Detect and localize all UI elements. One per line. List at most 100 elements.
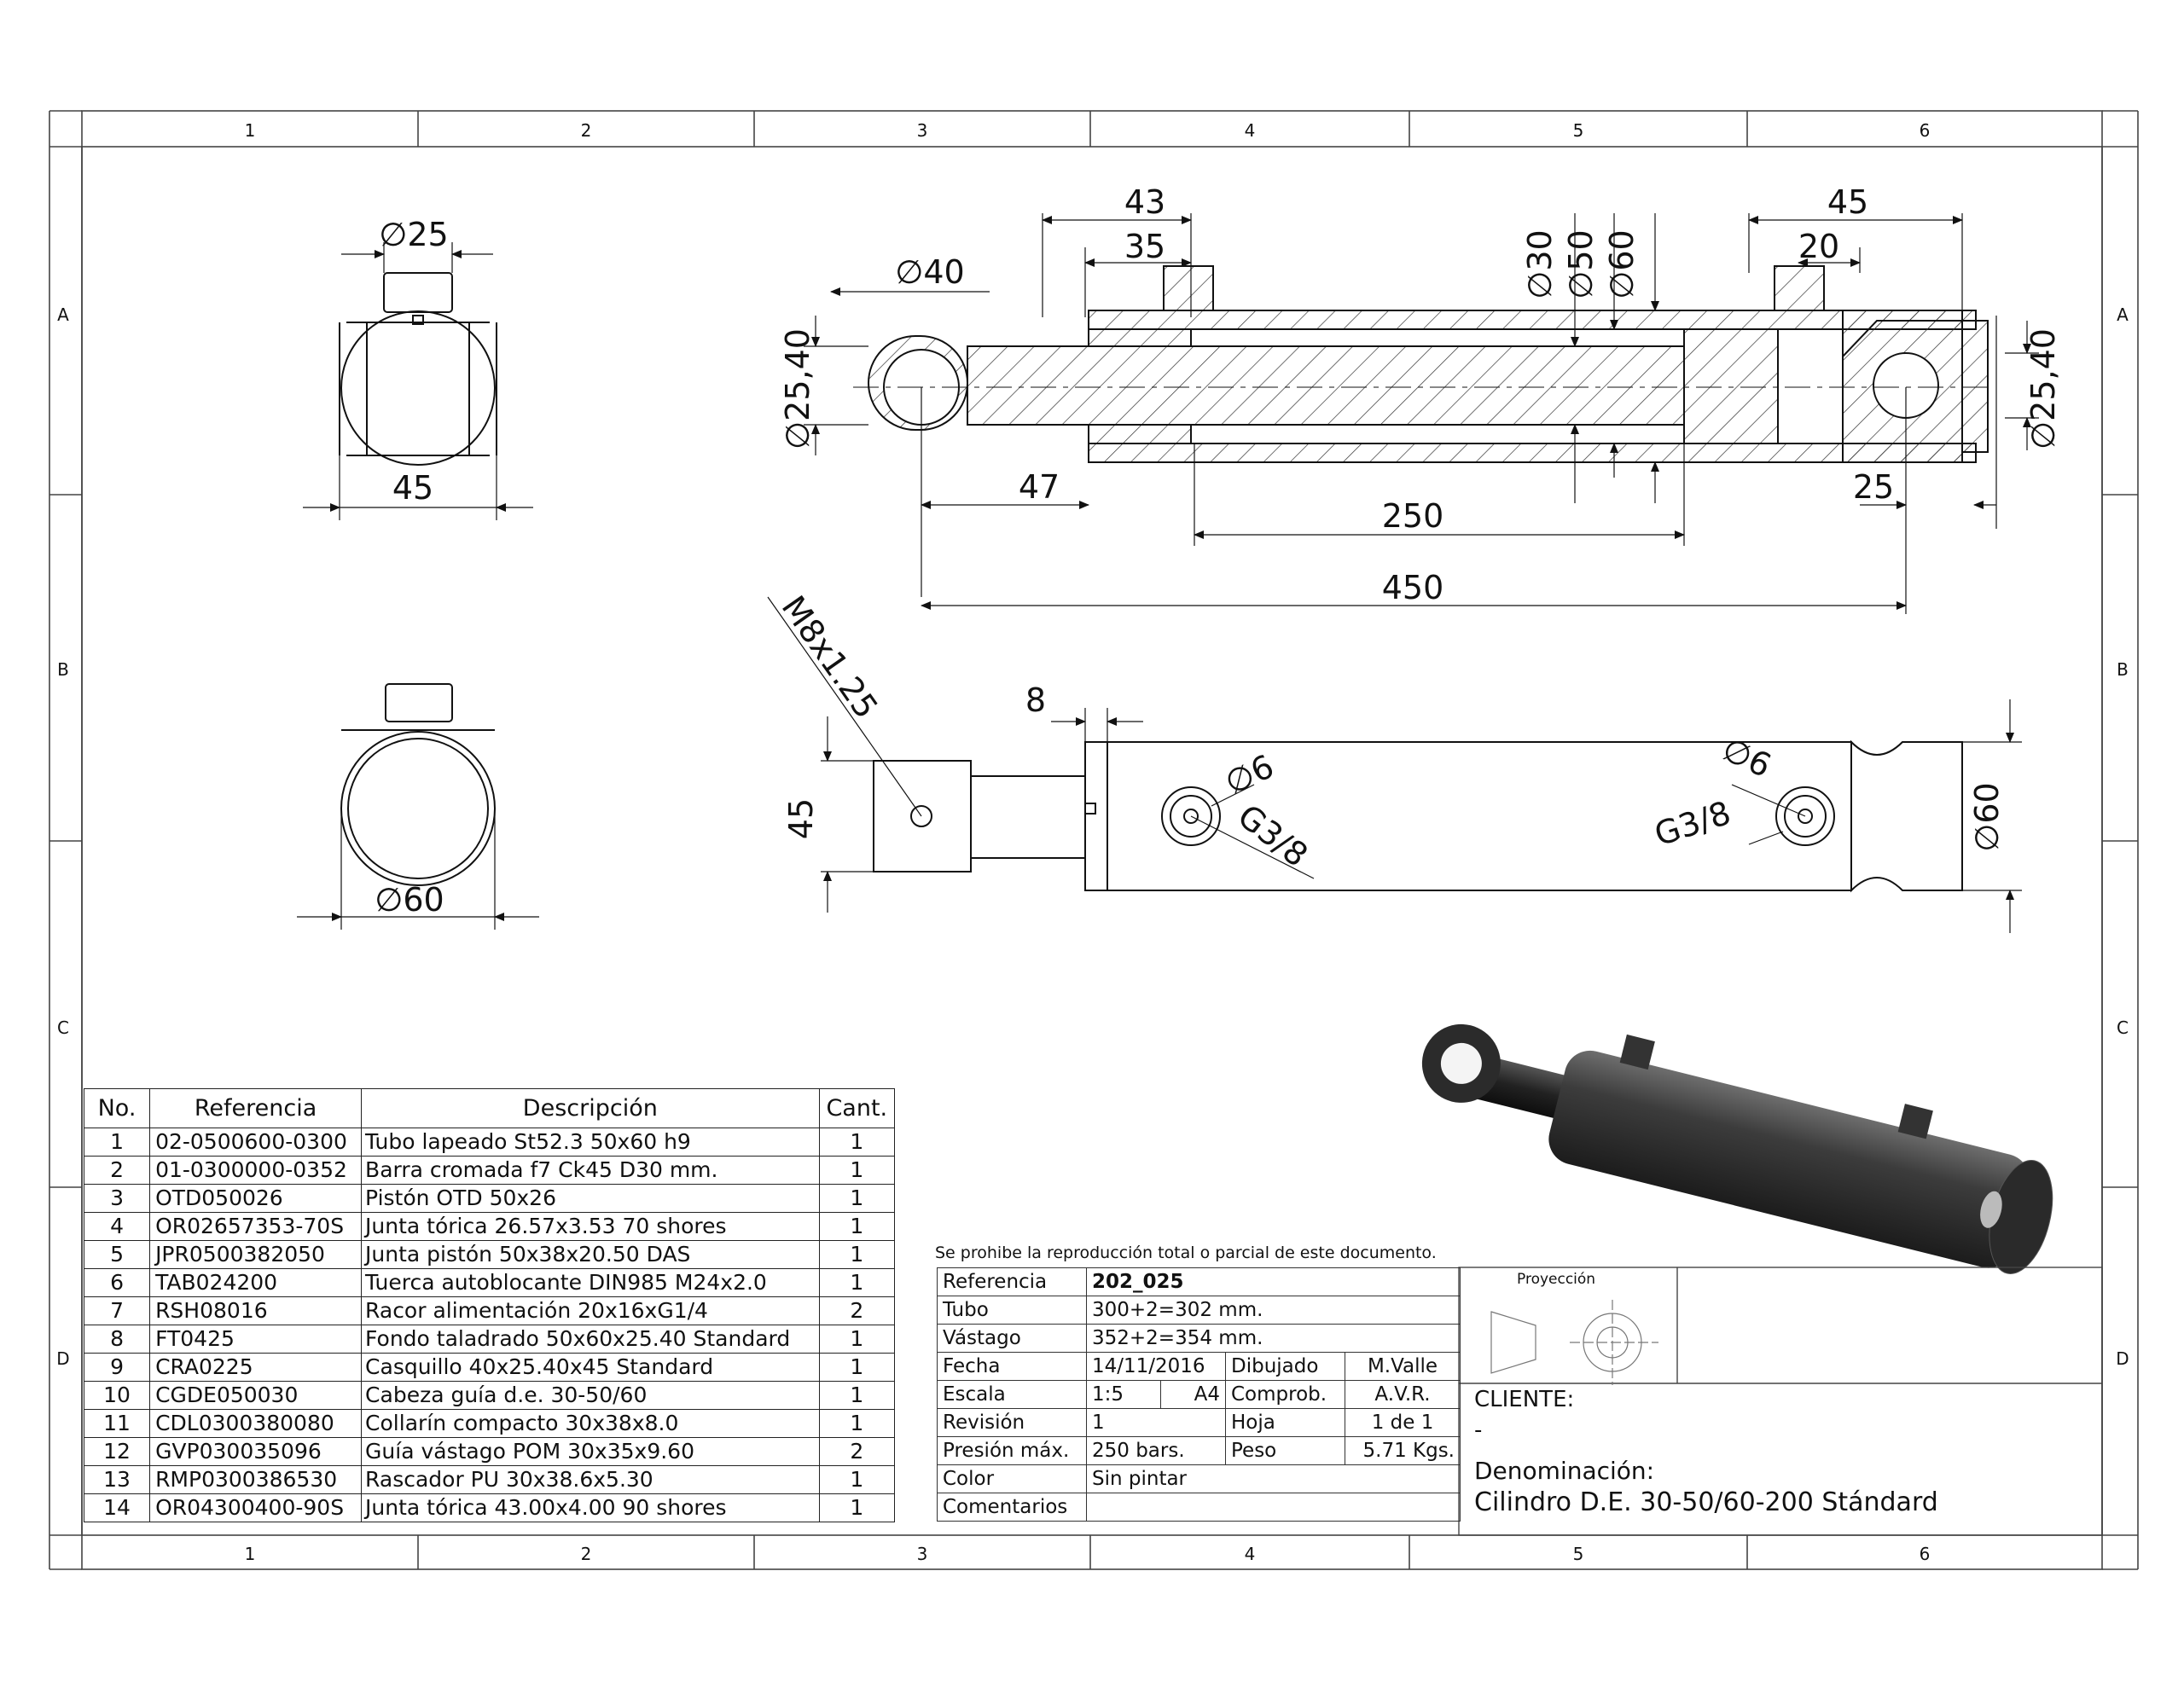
zone-row-label: B — [2117, 659, 2129, 680]
dim-450: 450 — [1382, 569, 1444, 606]
zone-row-label: C — [2117, 1017, 2129, 1038]
bom-cell-no: 3 — [83, 1184, 151, 1213]
tb-peso: 5.71 Kgs. — [1345, 1436, 1461, 1465]
tb-label: Revisión — [937, 1408, 1087, 1437]
bom-cell-desc: Tuerca autoblocante DIN985 M24x2.0 — [361, 1268, 820, 1297]
bom-cell-desc: Cabeza guía d.e. 30-50/60 — [361, 1381, 820, 1410]
dim-port-left-thread: G3/8 — [1231, 797, 1315, 874]
dim-47: 47 — [1019, 468, 1060, 506]
zone-col-label: 6 — [1920, 1544, 1931, 1564]
zone-col-label: 2 — [581, 1544, 592, 1564]
dim-thread: M8x1.25 — [775, 589, 886, 726]
bom-cell-qty: 1 — [818, 1465, 896, 1494]
dim-250: 250 — [1382, 497, 1444, 535]
zone-col-label: 3 — [917, 120, 928, 141]
section-dimension-texts: 43 35 ∅40 ∅25,40 ∅30 ∅50 ∅60 45 20 ∅25,4… — [779, 183, 2062, 606]
bom-cell-ref: CDL0300380080 — [149, 1409, 363, 1438]
zone-col-label: 1 — [245, 120, 256, 141]
dim-35: 35 — [1124, 228, 1165, 265]
tb-label: Hoja — [1224, 1408, 1346, 1437]
bom-cell-ref: CGDE050030 — [149, 1381, 363, 1410]
bom-cell-no: 6 — [83, 1268, 151, 1297]
bom-cell-ref: CRA0225 — [149, 1353, 363, 1382]
dim-eye-dia: ∅40 — [895, 253, 964, 291]
bom-cell-no: 7 — [83, 1296, 151, 1325]
bom-cell-no: 1 — [83, 1128, 151, 1157]
bom-cell-ref: JPR0500382050 — [149, 1240, 363, 1269]
bom-cell-ref: GVP030035096 — [149, 1437, 363, 1466]
dim-tube-side: ∅60 — [1968, 782, 2006, 851]
client-label: CLIENTE: — [1474, 1387, 1575, 1412]
zone-row-label: B — [57, 659, 69, 680]
bom-cell-ref: OTD050026 — [149, 1184, 363, 1213]
bom-cell-desc: Pistón OTD 50x26 — [361, 1184, 820, 1213]
bom-cell-desc: Junta tórica 43.00x4.00 90 shores — [361, 1493, 820, 1522]
dim-port-right-thread: G3/8 — [1650, 794, 1735, 854]
zone-col-label: 6 — [1920, 120, 1931, 141]
bom-cell-no: 5 — [83, 1240, 151, 1269]
tb-label: Presión máx. — [937, 1436, 1087, 1465]
dim-port-left-dia: ∅6 — [1219, 747, 1280, 802]
dim-25: 25 — [1853, 468, 1894, 506]
dim-45-right: 45 — [1827, 183, 1868, 221]
bom-cell-desc: Guía vástago POM 30x35x9.60 — [361, 1437, 820, 1466]
bom-cell-no: 13 — [83, 1465, 151, 1494]
bom-cell-desc: Junta pistón 50x38x20.50 DAS — [361, 1240, 820, 1269]
tb-label: Fecha — [937, 1352, 1087, 1381]
side-view — [767, 596, 2022, 933]
dim-43: 43 — [1124, 183, 1165, 221]
bom-cell-no: 11 — [83, 1409, 151, 1438]
dim-rod-dia: ∅25 — [379, 216, 448, 253]
bom-cell-ref: 01-0300000-0352 — [149, 1156, 363, 1185]
bom-header-no: No. — [83, 1088, 151, 1128]
zone-col-label: 2 — [581, 120, 592, 141]
projection-label: Proyección — [1517, 1271, 1596, 1288]
bom-cell-no: 10 — [83, 1381, 151, 1410]
bom-cell-qty: 1 — [818, 1212, 896, 1241]
tb-label: Peso — [1224, 1436, 1346, 1465]
bom-header-row: No. Referencia Descripción Cant. — [83, 1088, 896, 1128]
zone-col-label: 4 — [1245, 120, 1256, 141]
tb-revision: 1 — [1086, 1408, 1226, 1437]
dim-8: 8 — [1025, 681, 1046, 719]
dim-pin-right: ∅25,40 — [2024, 328, 2062, 449]
client-value: - — [1474, 1417, 1483, 1443]
zone-col-label: 5 — [1573, 120, 1584, 141]
zone-row-label: A — [2117, 304, 2129, 325]
bom-cell-qty: 1 — [818, 1409, 896, 1438]
tb-formato: A4 — [1160, 1380, 1226, 1409]
bom-cell-qty: 1 — [818, 1184, 896, 1213]
sheet-frame — [49, 110, 2139, 1570]
bom-cell-qty: 1 — [818, 1240, 896, 1269]
bom-header-ref: Referencia — [149, 1088, 363, 1128]
dim-pin-left: ∅25,40 — [779, 328, 816, 449]
tb-tubo: 300+2=302 mm. — [1086, 1296, 1461, 1325]
zone-col-label: 4 — [1245, 1544, 1256, 1564]
bom-cell-ref: 02-0500600-0300 — [149, 1128, 363, 1157]
bom-cell-no: 14 — [83, 1493, 151, 1522]
bom-cell-qty: 1 — [818, 1156, 896, 1185]
bom-cell-desc: Tubo lapeado St52.3 50x60 h9 — [361, 1128, 820, 1157]
tb-comprob: A.V.R. — [1345, 1380, 1461, 1409]
tb-color: Sin pintar — [1086, 1464, 1461, 1493]
bom-cell-no: 8 — [83, 1325, 151, 1354]
bom-cell-no: 9 — [83, 1353, 151, 1382]
section-dimensions — [804, 213, 2039, 610]
bom-cell-qty: 1 — [818, 1353, 896, 1382]
zone-col-label: 1 — [245, 1544, 256, 1564]
side-dimension-texts: M8x1.25 8 45 ∅6 G3/8 ∅6 G3/8 ∅60 — [775, 589, 2006, 874]
isometric-render — [1421, 1023, 2053, 1274]
